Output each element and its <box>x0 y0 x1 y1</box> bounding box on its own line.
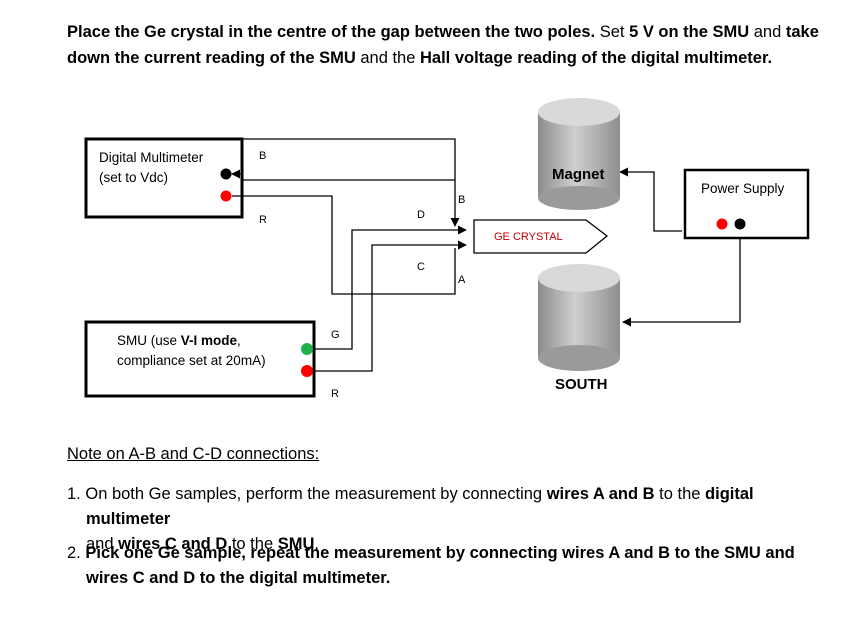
instructions-paragraph: Place the Ge crystal in the centre of th… <box>67 19 827 71</box>
wire-label-d: D <box>417 209 425 221</box>
note-item-1-e: and <box>86 535 119 553</box>
multimeter-black-terminal <box>220 168 232 180</box>
note-item-1-number: 1. <box>67 485 81 503</box>
magnet-south <box>538 264 620 371</box>
magnet-label: Magnet <box>552 166 605 183</box>
smu-label-bold: V-I mode <box>181 333 238 348</box>
smu-red-terminal <box>301 365 313 377</box>
note-item-1-c: to the <box>654 485 706 503</box>
instruction-part7: and the <box>355 49 420 67</box>
multimeter-label-line1: Digital Multimeter <box>99 150 204 165</box>
note-item-1-f: wires C and D <box>118 535 228 553</box>
wire-label-r-multimeter: R <box>259 214 267 226</box>
wire-label-g: G <box>331 329 340 341</box>
note-item-2: 2. Pick one Ge sample, repeat the measur… <box>67 541 837 591</box>
wire-magnet-top <box>619 167 682 232</box>
power-supply-box <box>683 168 810 240</box>
ge-crystal <box>473 219 609 254</box>
note-heading: Note on A-B and C-D connections: <box>67 445 320 463</box>
wire-label-r-smu: R <box>331 388 339 400</box>
multimeter-box <box>84 137 244 219</box>
instruction-part2: Set <box>595 23 630 41</box>
wire-magnet-bottom <box>622 231 741 327</box>
smu-box <box>84 320 316 398</box>
smu-green-terminal <box>301 343 313 355</box>
power-supply-label: Power Supply <box>701 181 785 196</box>
note-item-1-g: to the <box>227 535 278 553</box>
note-item-1-i: . <box>314 535 319 553</box>
instruction-part6: down the current reading of the SMU <box>67 49 356 67</box>
note-item-2-text: Pick one Ge sample, repeat the measureme… <box>85 544 795 587</box>
ge-crystal-label: GE CRYSTAL <box>494 231 563 243</box>
multimeter-red-terminal <box>220 190 232 202</box>
wire-d <box>313 225 467 350</box>
smu-label-line1: SMU (use V-I mode, <box>117 333 241 348</box>
smu-label-line2: compliance set at 20mA) <box>117 353 266 368</box>
wire-c <box>313 240 467 372</box>
wire-label-b-crystal: B <box>458 194 465 206</box>
note-item-1: 1. On both Ge samples, perform the measu… <box>67 482 807 557</box>
power-supply-red-terminal <box>716 218 728 230</box>
wire-label-b-top: B <box>259 150 266 162</box>
smu-label-post: , <box>237 333 241 348</box>
instruction-part8: Hall voltage reading of the digital mult… <box>420 49 773 67</box>
wire-label-a: A <box>458 274 466 286</box>
smu-label-pre: SMU (use <box>117 333 181 348</box>
wire-b-top-loop <box>241 138 456 180</box>
note-item-1-b: wires A and B <box>546 485 655 503</box>
magnet-north <box>538 98 620 210</box>
south-label: SOUTH <box>555 376 608 393</box>
wire-label-c: C <box>417 261 425 273</box>
multimeter-label-line2: (set to Vdc) <box>99 170 168 185</box>
note-item-1-a: On both Ge samples, perform the measurem… <box>85 485 547 503</box>
note-item-1-h: SMU <box>277 535 315 553</box>
note-item-1-d: digital multimeter <box>86 485 754 528</box>
wires <box>231 138 741 372</box>
instruction-part1: Place the Ge crystal in the centre of th… <box>67 23 596 41</box>
power-supply-black-terminal <box>734 218 746 230</box>
wire-a <box>232 195 456 295</box>
instruction-part5: take <box>785 23 819 41</box>
instruction-part3: 5 V on the SMU <box>629 23 750 41</box>
instruction-part4: and <box>749 23 786 41</box>
note-item-2-number: 2. <box>67 544 81 562</box>
